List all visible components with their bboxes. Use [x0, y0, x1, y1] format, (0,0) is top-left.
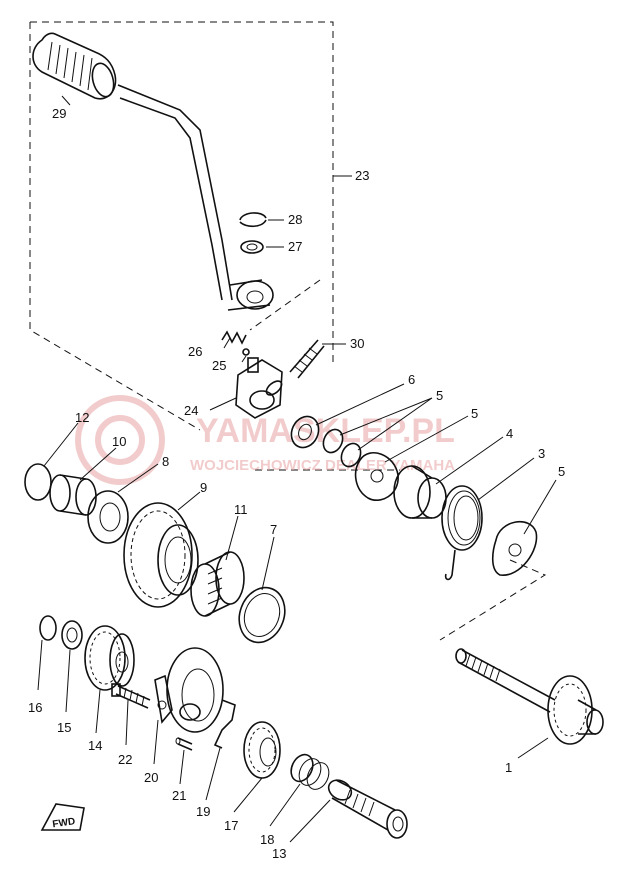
callout-29: 29	[52, 106, 66, 121]
callout-16: 16	[28, 700, 42, 715]
plate-5-lower	[491, 520, 538, 576]
callout-25: 25	[212, 358, 226, 373]
callout-13: 13	[272, 846, 286, 861]
callout-labels: 29 23 28 27 26 30 25 24 6 5 5 4 3 5 12 1…	[28, 106, 565, 861]
callout-12: 12	[75, 410, 89, 425]
callout-15: 15	[57, 720, 71, 735]
callout-28: 28	[288, 212, 302, 227]
ratchet-20	[154, 647, 224, 733]
callout-14: 14	[88, 738, 102, 753]
bolt-22	[111, 683, 151, 709]
washer-7	[238, 586, 286, 644]
washer-15	[61, 620, 83, 650]
clip-19	[213, 699, 236, 749]
torsion-spring-2	[441, 485, 483, 581]
callout-22: 22	[118, 752, 132, 767]
callout-9: 9	[200, 480, 207, 495]
kick-shaft-1	[455, 648, 604, 745]
plate-5-upper	[354, 451, 399, 501]
callout-18: 18	[260, 832, 274, 847]
callout-19: 19	[196, 804, 210, 819]
washer-8	[87, 490, 129, 544]
circlip-16	[39, 615, 57, 641]
callout-5-upper: 5	[471, 406, 478, 421]
fwd-label: FWD	[52, 816, 76, 830]
spring-26	[221, 330, 247, 345]
watermark-sub: WOJCIECHOWICZ DEALER YAMAHA	[190, 457, 455, 474]
callout-6: 6	[408, 372, 415, 387]
circlip-28	[239, 212, 267, 228]
kick-boss-24	[235, 357, 283, 419]
washer-27	[240, 240, 264, 254]
circlip-12	[24, 463, 52, 501]
bearing-11	[190, 551, 245, 617]
gear-17	[243, 721, 281, 779]
callout-3: 4	[506, 426, 513, 441]
kick-gear-9	[123, 502, 199, 608]
callout-27: 27	[288, 239, 302, 254]
watermark: YAMASKLEP.PL WOJCIECHOWICZ DEALER YAMAHA	[75, 395, 455, 485]
callout-7: 7	[270, 522, 277, 537]
washer-6	[290, 415, 320, 449]
callout-5-lower: 5	[558, 464, 565, 479]
callout-1: 1	[505, 760, 512, 775]
gear-14	[84, 625, 135, 691]
callout-30: 30	[350, 336, 364, 351]
callout-11: 11	[234, 502, 248, 517]
callout-2: 3	[538, 446, 545, 461]
circlip-4	[322, 428, 362, 468]
callout-23: 23	[355, 168, 369, 183]
watermark-main: YAMASKLEP.PL	[196, 412, 455, 450]
leader-lines	[37, 95, 557, 843]
callout-17: 17	[224, 818, 238, 833]
kick-crank-lever	[32, 32, 274, 311]
assembly-boundary	[29, 21, 547, 641]
callout-24: 24	[184, 403, 198, 418]
callout-10: 10	[112, 434, 126, 449]
callout-4: 5	[436, 388, 443, 403]
shaft-13	[327, 779, 408, 839]
fwd-arrow-icon: FWD	[40, 803, 85, 831]
spring-18	[290, 753, 330, 790]
pin-21	[175, 737, 193, 751]
bolt-30	[265, 339, 325, 396]
callout-20: 20	[144, 770, 158, 785]
callout-8: 8	[162, 454, 169, 469]
callout-21: 21	[172, 788, 186, 803]
ball-25	[242, 348, 250, 356]
callout-26: 26	[188, 344, 202, 359]
